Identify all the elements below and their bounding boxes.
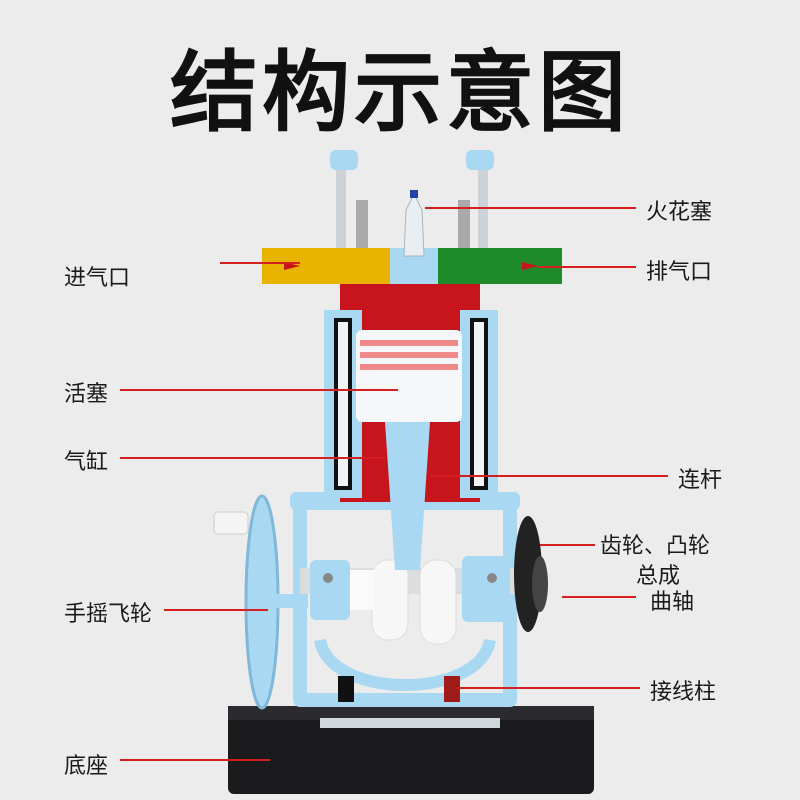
label-cylinder: 气缸 xyxy=(64,450,109,475)
spark-plug xyxy=(403,190,425,257)
label-gear-cam-line2: 总成 xyxy=(636,564,681,589)
piston xyxy=(356,330,462,422)
label-exhaust: 排气口 xyxy=(646,260,713,285)
label-terminal: 接线柱 xyxy=(650,680,717,705)
label-hand-flywheel: 手摇飞轮 xyxy=(64,602,153,627)
page-title: 结构示意图 xyxy=(169,41,630,144)
base-plate xyxy=(228,706,594,794)
gear-cam xyxy=(514,516,548,632)
terminals xyxy=(338,676,460,702)
leader-lines xyxy=(120,207,668,761)
hand-flywheel xyxy=(213,494,308,710)
crankshaft-assembly xyxy=(300,556,525,645)
label-connecting-rod: 连杆 xyxy=(678,468,723,493)
label-gear-cam-line1: 齿轮、凸轮 xyxy=(600,534,711,559)
connecting-rod xyxy=(385,422,430,570)
label-base: 底座 xyxy=(64,754,109,779)
label-intake: 进气口 xyxy=(64,266,131,291)
label-spark-plug: 火花塞 xyxy=(646,200,713,225)
label-piston: 活塞 xyxy=(64,382,109,407)
label-crankshaft: 曲轴 xyxy=(650,590,695,615)
